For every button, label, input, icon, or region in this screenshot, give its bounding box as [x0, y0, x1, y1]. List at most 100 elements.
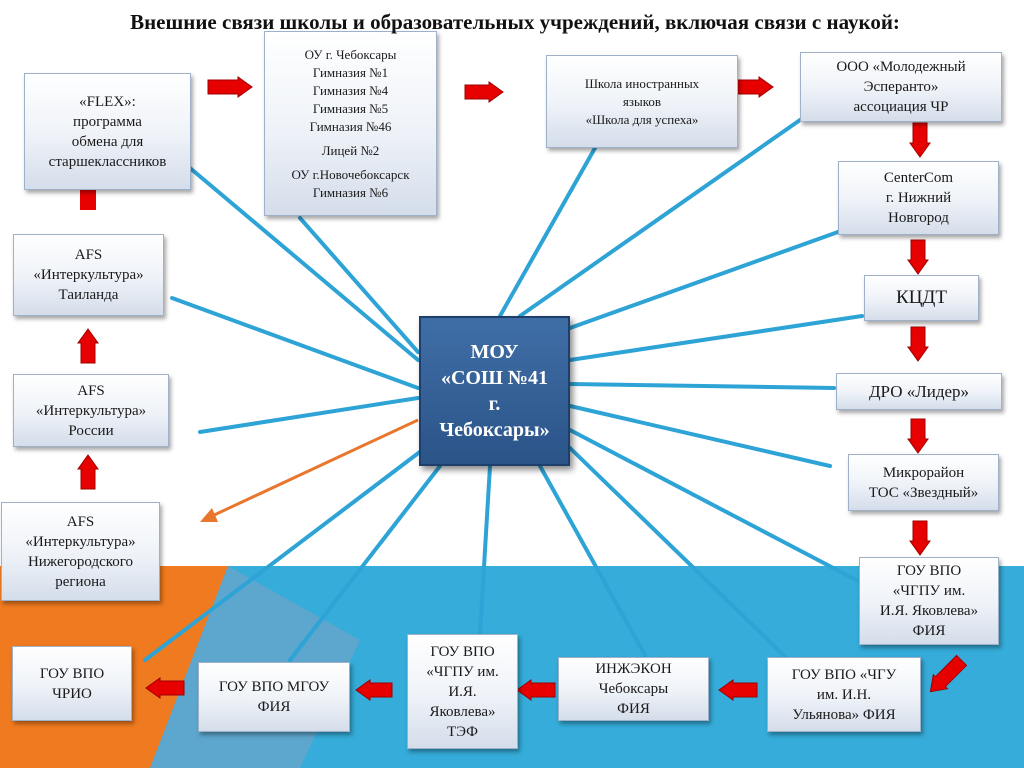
- node-line: Ульянова» ФИЯ: [792, 706, 896, 723]
- node-line: Новгород: [888, 210, 949, 226]
- red-arrow: [734, 76, 774, 98]
- node-line: ИНЖЭКОН: [595, 661, 672, 677]
- red-arrow: [909, 122, 931, 158]
- node-kcdt: КЦДТ: [864, 275, 979, 321]
- center-line: «СОШ №41: [440, 367, 549, 389]
- connector-line: [188, 166, 420, 362]
- node-centercom: CenterCom г. Нижний Новгород: [838, 161, 999, 235]
- node-line: Гимназия №4: [312, 82, 389, 98]
- red-arrow: [907, 326, 929, 362]
- connector-line: [568, 428, 862, 584]
- red-arrow: [464, 81, 504, 103]
- node-line: Гимназия №46: [309, 118, 392, 134]
- node-inzhekon: ИНЖЭКОН Чебоксары ФИЯ: [558, 657, 709, 721]
- red-arrow: [207, 76, 253, 98]
- node-line: ДРО «Лидер»: [868, 381, 970, 401]
- node-esperanto: ООО «Молодежный Эсперанто» ассоциация ЧР: [800, 52, 1002, 122]
- node-ou-cheboksary: ОУ г. Чебоксары Гимназия №1 Гимназия №4 …: [264, 31, 437, 216]
- connector-line: [568, 404, 832, 468]
- node-line: Лицей №2: [321, 142, 380, 158]
- node-line: программа: [73, 113, 142, 130]
- node-line: ОУ г. Чебоксары: [304, 46, 397, 62]
- connector-line: [568, 230, 840, 330]
- red-arrow: [355, 679, 393, 701]
- node-afs-russia: AFS «Интеркультура» России: [13, 374, 169, 447]
- node-line: Гимназия №1: [312, 64, 389, 80]
- node-line: г. Нижний: [885, 190, 952, 206]
- red-arrow: [907, 418, 929, 454]
- orange-arrow-line: [211, 418, 419, 518]
- node-line: ГОУ ВПО «ЧГУ: [791, 666, 897, 683]
- connector-line: [170, 296, 420, 390]
- node-line: «Интеркультура»: [33, 267, 144, 283]
- node-line: им. И.Н.: [816, 686, 872, 703]
- red-arrow: [516, 679, 556, 701]
- node-foreign-lang-school: Школа иностранных языков «Школа для успе…: [546, 55, 738, 148]
- node-line: КЦДТ: [896, 287, 947, 308]
- node-afs-thailand: AFS «Интеркультура» Таиланда: [13, 234, 164, 316]
- node-chgpu-fiya: ГОУ ВПО «ЧГПУ им. И.Я. Яковлева» ФИЯ: [859, 557, 999, 645]
- connector-line: [568, 382, 836, 390]
- connector-line: [298, 216, 420, 354]
- connector-line: [143, 446, 427, 662]
- center-line: г.: [488, 393, 501, 415]
- node-line: ЧРИО: [52, 685, 92, 702]
- node-line: Таиланда: [58, 287, 119, 303]
- red-arrow: [145, 677, 185, 699]
- node-line: «Интеркультура»: [25, 533, 136, 550]
- slide-title: Внешние связи школы и образовательных уч…: [130, 10, 900, 34]
- node-line: Чебоксары: [598, 681, 669, 697]
- node-line: России: [68, 422, 114, 439]
- node-line: «Интеркультура»: [35, 402, 147, 419]
- node-line: ФИЯ: [617, 701, 650, 717]
- node-mgou-fiya: ГОУ ВПО МГОУ ФИЯ: [198, 662, 350, 732]
- red-arrow: [77, 454, 99, 490]
- node-line: Школа иностранных: [584, 75, 700, 91]
- node-line: AFS: [74, 247, 103, 263]
- node-line: Яковлева»: [429, 703, 496, 720]
- node-line: старшеклассников: [48, 153, 167, 170]
- node-dro-lider: ДРО «Лидер»: [836, 373, 1002, 410]
- red-arrow-stub: [80, 190, 96, 210]
- node-line: ГОУ ВПО МГОУ: [218, 679, 330, 695]
- orange-arrow-head: [200, 508, 218, 522]
- node-chrio: ГОУ ВПО ЧРИО: [12, 646, 132, 721]
- connector-line: [498, 146, 597, 318]
- connector-line: [288, 464, 442, 662]
- node-line: ТЭФ: [447, 723, 478, 740]
- node-line: AFS: [66, 513, 95, 530]
- node-line: AFS: [77, 382, 105, 399]
- node-mikrorayon: Микрорайон ТОС «Звездный»: [848, 454, 999, 511]
- node-line: ГОУ ВПО: [430, 643, 495, 660]
- node-line: ОУ г.Новочебоксарск: [291, 166, 410, 182]
- red-arrow: [907, 239, 929, 275]
- connector-line: [518, 118, 802, 318]
- node-line: «Школа для успеха»: [585, 111, 699, 127]
- node-line: обмена для: [71, 133, 144, 150]
- node-line: И.Я. Яковлева»: [879, 603, 979, 619]
- node-line: ассоциация ЧР: [853, 99, 949, 115]
- node-line: ФИЯ: [257, 699, 291, 715]
- node-line: Гимназия №5: [312, 100, 389, 116]
- node-chgu-fiya: ГОУ ВПО «ЧГУ им. И.Н. Ульянова» ФИЯ: [767, 657, 921, 732]
- red-arrow: [718, 679, 758, 701]
- center-line: МОУ: [470, 341, 519, 363]
- connector-line: [538, 464, 647, 657]
- node-line: языков: [622, 93, 662, 109]
- red-arrow: [77, 328, 99, 364]
- node-line: региона: [55, 573, 106, 590]
- node-flex: «FLEX»: программа обмена для старшекласс…: [24, 73, 191, 190]
- node-line: ГОУ ВПО: [39, 665, 105, 682]
- node-chgpu-tef: ГОУ ВПО «ЧГПУ им. И.Я. Яковлева» ТЭФ: [407, 634, 518, 749]
- node-afs-nizhny: AFS «Интеркультура» Нижегородского регио…: [1, 502, 160, 601]
- red-arrow: [909, 520, 931, 556]
- node-line: «FLEX»:: [79, 93, 136, 110]
- connector-line: [568, 314, 864, 362]
- center-line: Чебоксары»: [439, 419, 550, 441]
- node-line: ФИЯ: [912, 623, 946, 639]
- node-line: CenterCom: [883, 170, 954, 186]
- connector-line: [478, 464, 492, 636]
- red-arrow: [929, 654, 968, 693]
